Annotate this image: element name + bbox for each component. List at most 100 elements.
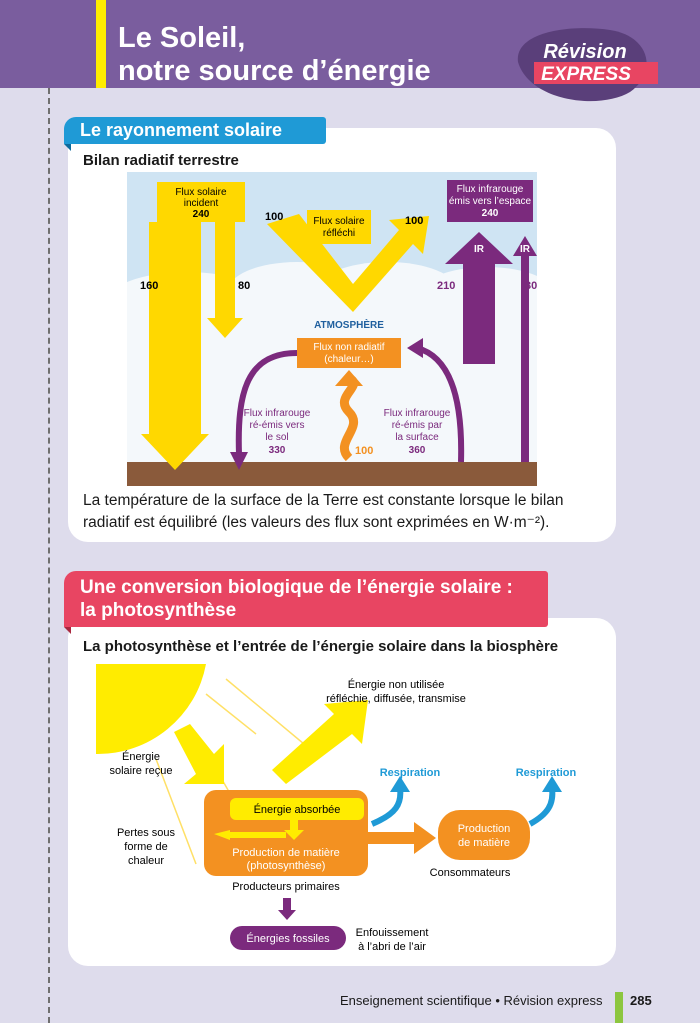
tab-fold <box>64 144 71 151</box>
fossil-arrow <box>283 898 291 912</box>
non-radiative-box <box>297 338 401 368</box>
ir-label-b: IR <box>520 244 531 255</box>
losses-label-3: chaleur <box>128 855 164 867</box>
absorbed-down-arrow <box>284 820 304 840</box>
consumer-box <box>438 810 530 860</box>
respiration-label-2: Respiration <box>516 767 577 779</box>
respiration-arrow-2 <box>528 787 556 827</box>
page-number: 285 <box>630 993 652 1008</box>
header-accent-bar <box>96 0 106 88</box>
section-tab-line-1: Une conversion biologique de l’énergie s… <box>80 577 513 598</box>
losses-label-1: Pertes sous <box>117 827 176 839</box>
production1-label-2: (photosynthèse) <box>247 860 326 872</box>
loss-arrow <box>230 832 286 838</box>
consumers-label: Consommateurs <box>430 867 511 879</box>
section-tab-photosynthesis: Une conversion biologique de l’énergie s… <box>64 571 548 627</box>
reemit-sol-label-1: Flux infrarouge <box>244 408 311 419</box>
page-title: Le Soleil, notre source d’énergie <box>118 22 431 88</box>
production1-label-1: Production de matière <box>232 847 340 859</box>
reemit-surface-value: 360 <box>409 445 426 456</box>
reemit-surface-label-2: ré-émis par <box>392 420 443 431</box>
badge-highlight <box>534 62 658 84</box>
reemit-sol-label-2: ré-émis vers <box>249 420 304 431</box>
margin-dashed-line <box>48 88 50 1023</box>
production2-label-2: de matière <box>458 837 510 849</box>
absorbed-label: Énergie absorbée <box>254 803 341 816</box>
incident-arrow-80 <box>215 222 235 322</box>
value-210: 210 <box>437 280 455 292</box>
unused-label-1: Énergie non utilisée <box>348 678 445 691</box>
badge-line-2: EXPRESS <box>541 64 631 85</box>
loss-arrow-head <box>214 830 230 840</box>
producers-label: Producteurs primaires <box>232 881 340 893</box>
heat-wave-arrow-head <box>335 370 363 386</box>
non-radiative-label-2: (chaleur…) <box>324 354 373 365</box>
ir-arrow-30 <box>513 236 537 462</box>
reemit-sol-arc <box>235 350 298 455</box>
incident-arrow-80-head <box>207 318 243 338</box>
received-arrow <box>174 724 224 784</box>
ground <box>127 462 537 486</box>
incident-label-1: Flux solaire <box>175 187 227 198</box>
ir-arrow-210 <box>445 232 513 364</box>
incident-value: 240 <box>193 209 210 220</box>
atmosphere-label: ATMOSPHÈRE <box>314 318 384 331</box>
received-label-2: solaire reçue <box>110 765 173 777</box>
reflected-label-2: réfléchi <box>323 228 355 239</box>
reemit-sol-label-3: le sol <box>265 432 288 443</box>
reflected-value-left: 100 <box>265 211 283 223</box>
photosynthesis-diagram: Énergie non utilisée réfléchie, diffusée… <box>96 664 577 953</box>
title-line-1: Le Soleil, <box>118 22 246 54</box>
unused-label-2: réfléchie, diffusée, transmise <box>326 693 466 705</box>
photosynthesis-subtitle: La photosynthèse et l’entrée de l’énergi… <box>83 638 559 655</box>
non-radiative-label-1: Flux non radiatif <box>313 342 384 353</box>
ir-label-a: IR <box>474 244 485 255</box>
radiative-balance-diagram: Flux solaire incident 240 160 80 Flux so… <box>127 172 537 486</box>
reemit-sol-value: 330 <box>269 445 286 456</box>
reemit-surface-label-3: la surface <box>395 432 439 443</box>
value-100-heat: 100 <box>355 445 373 457</box>
value-160: 160 <box>140 280 158 292</box>
reemit-surface-arc <box>416 345 465 463</box>
incident-arrow-160-head <box>141 434 209 470</box>
received-label-1: Énergie <box>122 750 160 763</box>
reflected-box <box>307 210 371 244</box>
respiration-arrow-1-head <box>390 776 410 792</box>
ir-out-value: 240 <box>482 208 499 219</box>
fossil-box <box>230 926 346 950</box>
section-tab-line-2: la photosynthèse <box>80 600 237 621</box>
section-tab-solar-radiation: Le rayonnement solaire <box>64 117 326 144</box>
unused-arrow <box>272 700 368 784</box>
radiative-balance-caption: La température de la surface de la Terre… <box>83 492 564 531</box>
incident-arrow-160 <box>149 222 201 442</box>
absorbed-box <box>230 798 364 820</box>
reflected-value-right: 100 <box>405 215 423 227</box>
respiration-arrow-1 <box>370 787 404 827</box>
respiration-arrow-2-head <box>542 776 562 792</box>
fossil-arrow-head <box>278 910 296 920</box>
revision-express-badge: Révision EXPRESS <box>517 28 658 102</box>
footer-green-bar <box>615 992 623 1023</box>
value-80: 80 <box>238 280 250 292</box>
burial-label-2: à l’abri de l’air <box>358 941 426 953</box>
losses-label-2: forme de <box>124 841 167 853</box>
radiative-balance-subtitle: Bilan radiatif terrestre <box>83 152 239 169</box>
fossil-label: Énergies fossiles <box>246 932 330 945</box>
reflected-label-1: Flux solaire <box>313 216 365 227</box>
title-line-2: notre source d’énergie <box>118 55 431 87</box>
flow-arrow <box>368 822 436 854</box>
reemit-surface-label-1: Flux infrarouge <box>384 408 451 419</box>
badge-line-1: Révision <box>543 41 626 63</box>
incident-box <box>157 182 245 222</box>
incident-label-2: incident <box>184 198 219 209</box>
ir-out-label-2: émis vers l’espace <box>449 196 532 207</box>
sun-shape <box>96 664 206 755</box>
ir-out-label-1: Flux infrarouge <box>457 184 524 195</box>
production2-label-1: Production <box>458 823 511 835</box>
footer-text: Enseignement scientifique • Révision exp… <box>340 993 603 1008</box>
reemit-sol-arrow-head <box>230 452 248 470</box>
tab-fold <box>64 627 71 634</box>
respiration-label-1: Respiration <box>380 767 441 779</box>
value-30: 30 <box>525 280 537 292</box>
burial-label-1: Enfouissement <box>356 927 429 939</box>
